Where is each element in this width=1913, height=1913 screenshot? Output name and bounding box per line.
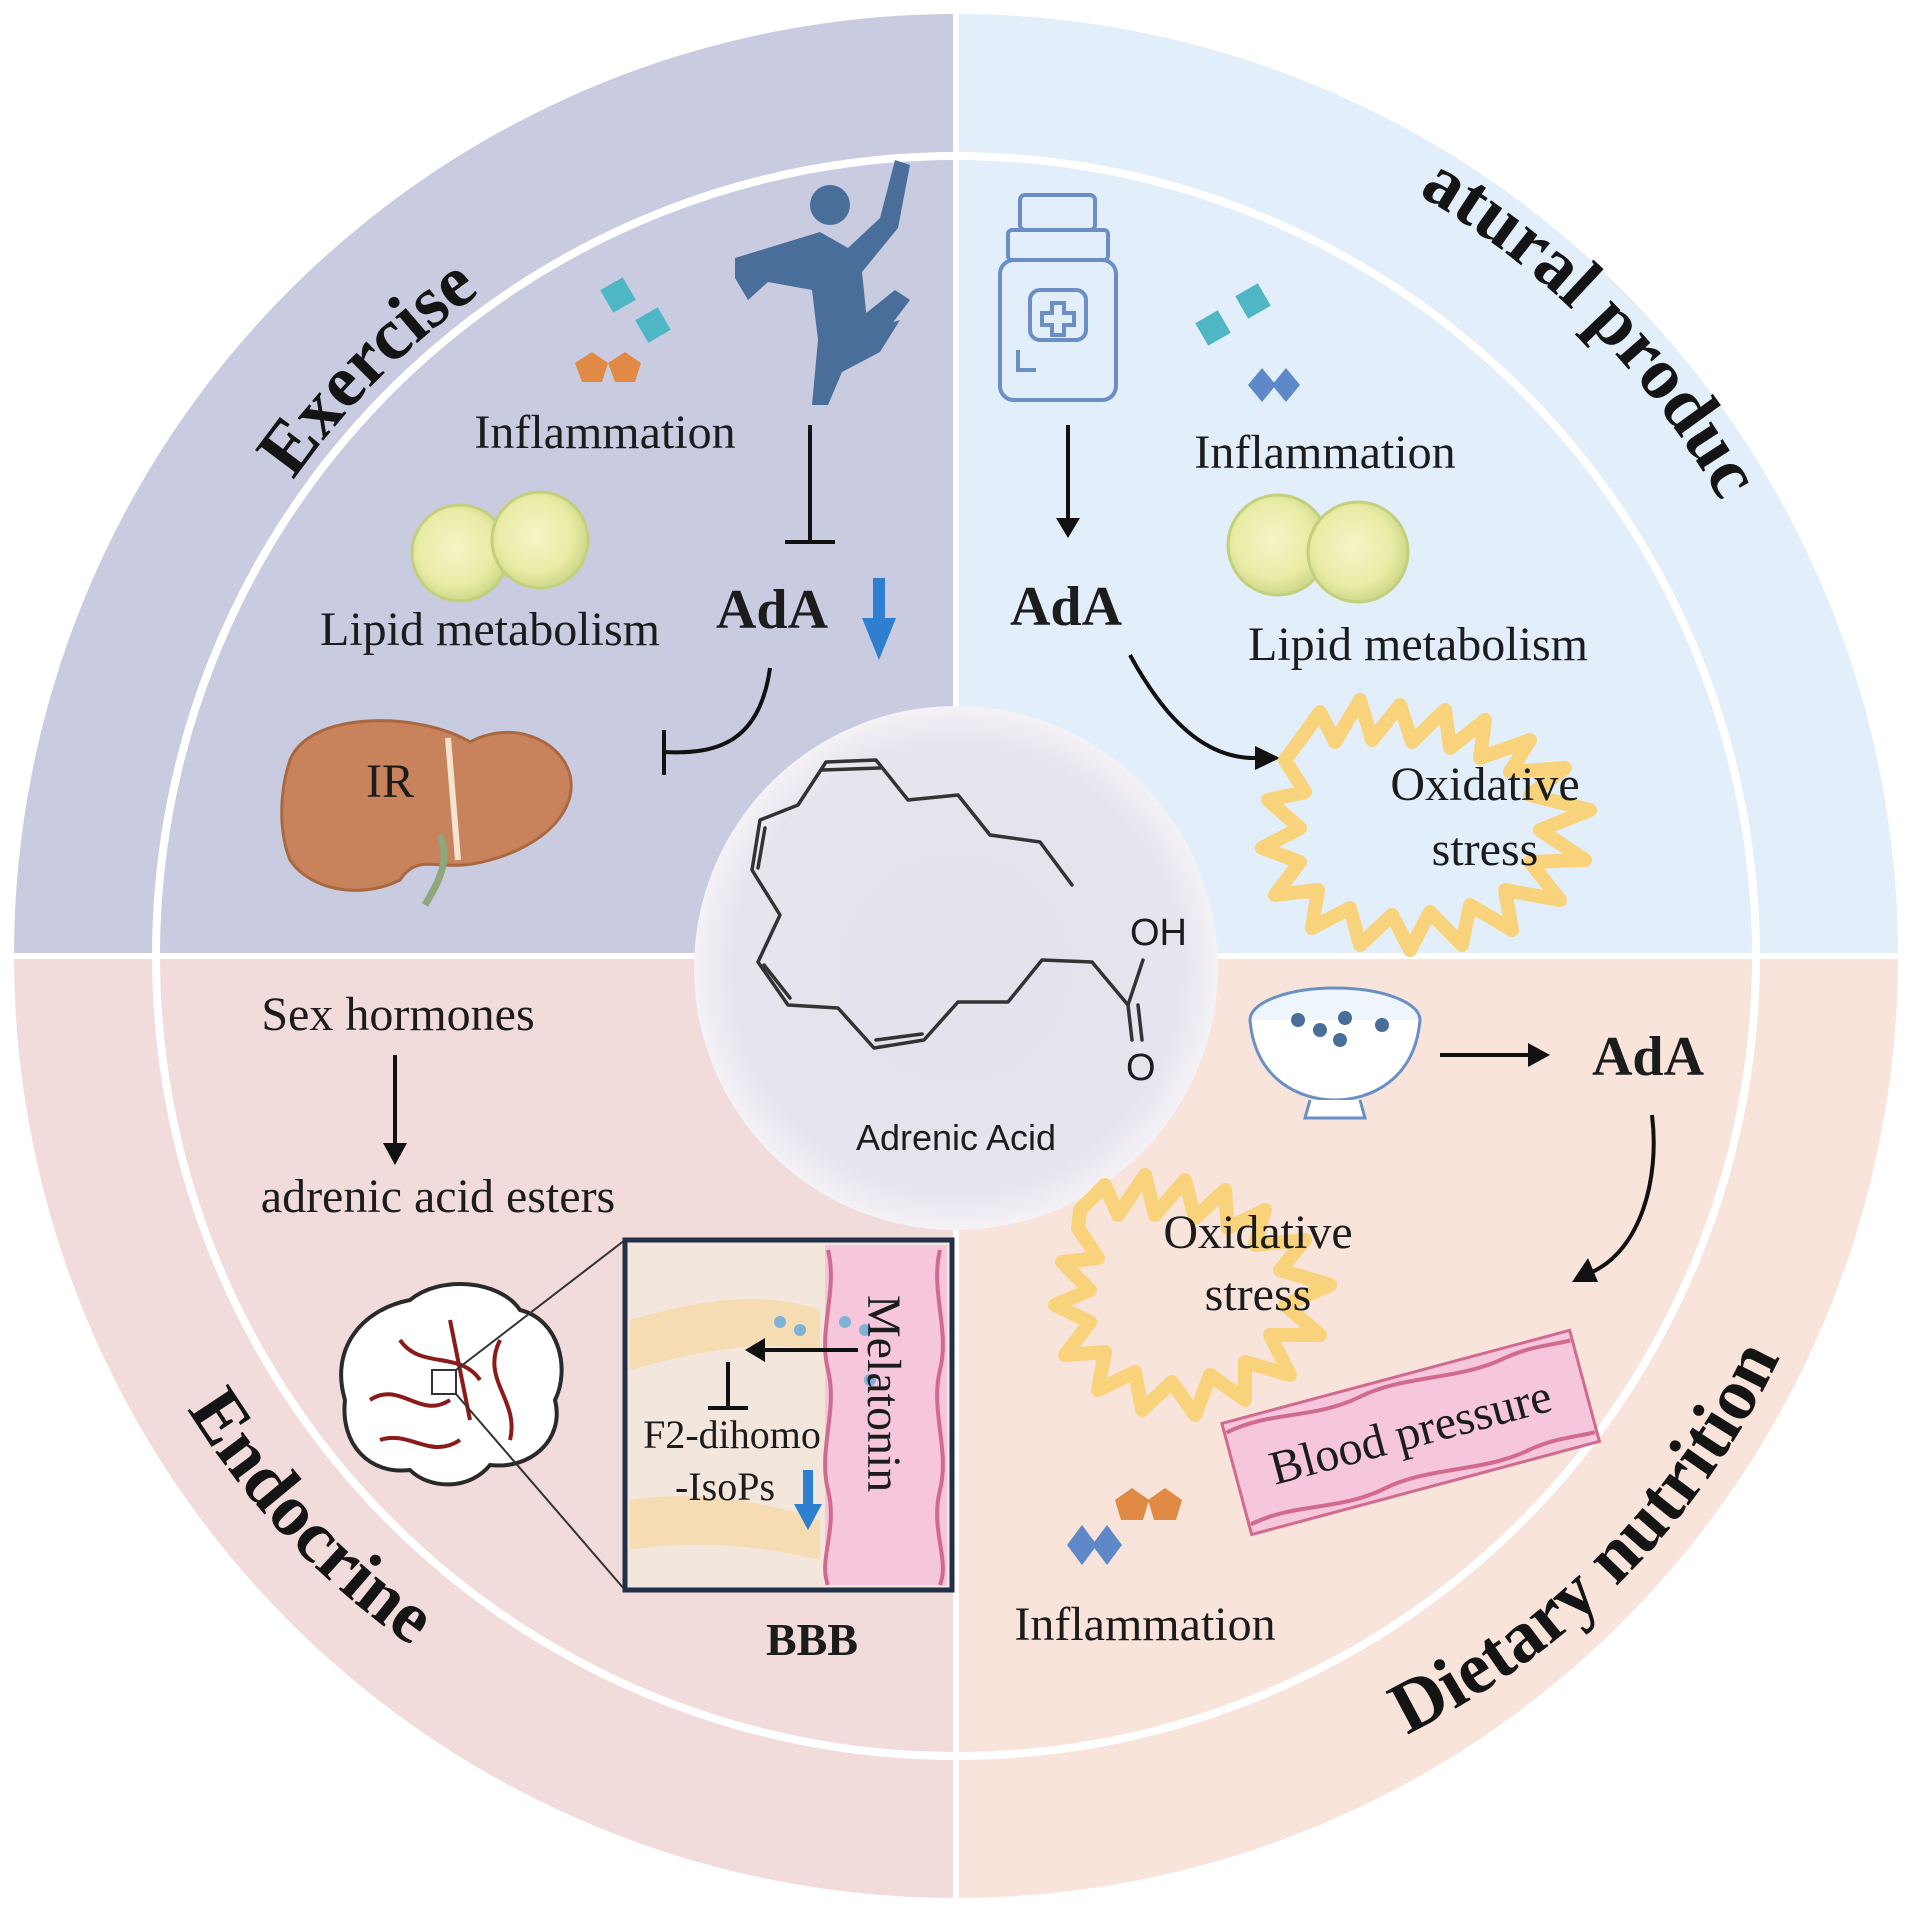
oxidative-burst-icon [1048, 1168, 1337, 1422]
bbb-label: BBB [766, 1614, 858, 1665]
inflammation-icons [1067, 1488, 1182, 1565]
liver-icon [280, 719, 573, 907]
dietary-inflammation-label: Inflammation [1014, 1598, 1275, 1651]
running-figure-icon [735, 160, 910, 405]
decrease-arrow-icon [862, 578, 896, 660]
bbb-inset: Melatonin F2-dihomo -IsoPs [622, 1237, 955, 1593]
exercise-lipid-label: Lipid metabolism [320, 603, 660, 656]
oxidative-burst-icon [1255, 693, 1597, 957]
endocrine-section: Sex hormones adrenic acid esters Melaton… [261, 988, 955, 1665]
lipid-droplet-icon [1226, 493, 1410, 604]
isops-label: -IsoPs [675, 1464, 775, 1509]
natural-ada-label: AdA [1010, 576, 1123, 638]
natural-products-section: Inflammation AdA Lipid metabolism Oxidat… [998, 193, 1597, 957]
bowl-icon [1248, 986, 1422, 1120]
natural-oxidative-label: Oxidative [1390, 758, 1579, 811]
insulin-resistance-label: IR [366, 755, 414, 808]
f2-dihomo-label: F2-dihomo [643, 1412, 821, 1457]
center-molecule: OH O Adrenic Acid [694, 706, 1218, 1230]
adrenic-acid-structure: OH O [750, 758, 1187, 1089]
molecule-name-label: Adrenic Acid [856, 1117, 1056, 1158]
adrenic-acid-esters-label: adrenic acid esters [261, 1170, 615, 1223]
melatonin-label: Melatonin [857, 1295, 910, 1492]
dietary-oxidative-label: Oxidative [1163, 1206, 1352, 1259]
natural-stress-label: stress [1432, 823, 1539, 876]
inflammation-icons [1195, 283, 1300, 402]
exercise-section: Inflammation Lipid metabolism AdA IR [280, 160, 910, 907]
dietary-nutrition-section: AdA Oxidative stress Blood pressure Infl… [1014, 986, 1705, 1651]
carbonyl-oxygen-label: O [1126, 1047, 1156, 1089]
hydroxyl-label: OH [1130, 912, 1187, 954]
inflammation-icons [575, 277, 671, 382]
blood-vessel-wall [825, 1245, 947, 1585]
exercise-ada-label: AdA [716, 579, 829, 641]
natural-lipid-label: Lipid metabolism [1248, 618, 1588, 671]
dietary-ada-label: AdA [1592, 1026, 1705, 1088]
dietary-stress-label: stress [1205, 1268, 1312, 1321]
inner-ring-divider [152, 152, 1760, 1760]
center-disc [694, 706, 1218, 1230]
brain-icon [339, 1282, 564, 1487]
natural-inflammation-label: Inflammation [1194, 426, 1455, 479]
sex-hormones-label: Sex hormones [261, 988, 534, 1041]
decrease-arrow-icon [794, 1470, 822, 1530]
medicine-bottle-icon [998, 193, 1118, 402]
exercise-inflammation-label: Inflammation [474, 406, 735, 459]
lipid-droplet-icon [410, 490, 590, 603]
